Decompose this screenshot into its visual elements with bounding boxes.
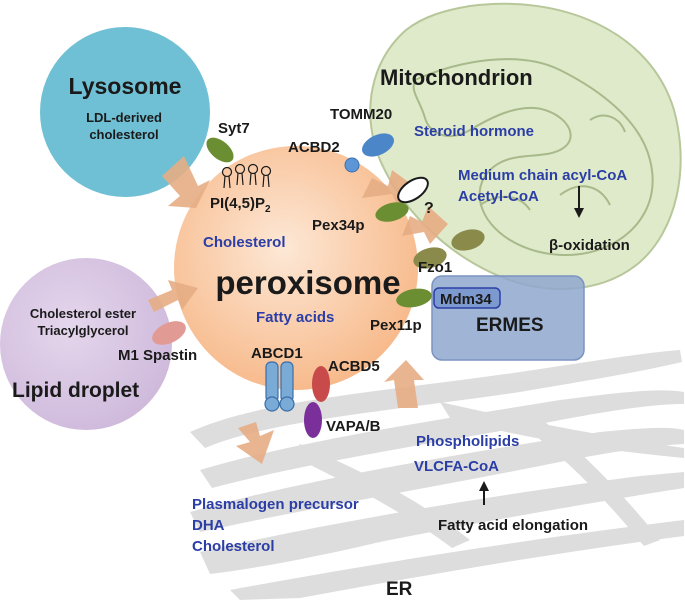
abcd1-label: ABCD1 bbox=[251, 345, 303, 362]
lipid-droplet-cargo-line1: Cholesterol ester bbox=[30, 306, 136, 321]
peroxisome-title: peroxisome bbox=[215, 264, 400, 301]
mdm34-label: Mdm34 bbox=[440, 291, 492, 308]
pex11p-protein bbox=[396, 288, 432, 308]
pex11p-label: Pex11p bbox=[370, 317, 422, 334]
lysosome-cargo-line2: cholesterol bbox=[89, 127, 158, 142]
export-cholesterol-label: Cholesterol bbox=[192, 538, 275, 555]
unknown-tether-protein bbox=[397, 176, 429, 204]
peroxisome-fatty-acids-label: Fatty acids bbox=[256, 309, 334, 326]
er-vlcfa-coa-label: VLCFA-CoA bbox=[414, 458, 499, 475]
syt7-label: Syt7 bbox=[218, 120, 250, 137]
pex34p-protein bbox=[375, 202, 409, 222]
acbd5-label: ACBD5 bbox=[328, 358, 380, 375]
lipid-droplet-cargo-line2: Triacylglycerol bbox=[37, 323, 128, 338]
pex34p-label: Pex34p bbox=[312, 217, 365, 234]
acetyl-coa-label: Acetyl-CoA bbox=[458, 188, 539, 205]
pip2-label-subscript: 2 bbox=[265, 204, 271, 215]
fzo1-label: Fzo1 bbox=[418, 259, 452, 276]
m1-spastin-protein bbox=[152, 321, 186, 345]
ermes-title: ERMES bbox=[476, 315, 544, 336]
lipid-droplet bbox=[0, 258, 172, 430]
arrow-er-to-peroxisome bbox=[384, 360, 424, 408]
acbd2-label: ACBD2 bbox=[288, 139, 340, 156]
peroxisome-cholesterol-label: Cholesterol bbox=[203, 234, 286, 251]
acbd2-protein bbox=[344, 157, 360, 173]
mitochondrion bbox=[369, 2, 682, 290]
export-dha-label: DHA bbox=[192, 517, 225, 534]
arrow-peroxisome-to-mito-lower bbox=[402, 206, 448, 244]
m1-spastin-label: M1 Spastin bbox=[118, 347, 197, 364]
lysosome-cargo-line1: LDL-derived bbox=[86, 110, 162, 125]
export-plasmalogen-label: Plasmalogen precursor bbox=[192, 496, 359, 513]
pip2-label-main: PI(4,5)P bbox=[210, 195, 265, 212]
er-phospholipids-label: Phospholipids bbox=[416, 433, 519, 450]
vapab-label: VAPA/B bbox=[326, 418, 381, 435]
unknown-tether-label: ? bbox=[424, 200, 434, 217]
acbd5-protein bbox=[312, 366, 330, 402]
mitochondrion-title: Mitochondrion bbox=[380, 65, 533, 90]
er-membrane bbox=[190, 350, 684, 600]
beta-oxidation-arrowhead bbox=[574, 208, 584, 218]
arrow-lipid-droplet-to-peroxisome bbox=[148, 280, 198, 312]
mdm34-protein bbox=[433, 287, 501, 309]
steroid-hormone-label: Steroid hormone bbox=[414, 123, 534, 140]
lipid-droplet-title: Lipid droplet bbox=[12, 379, 139, 402]
fzo1-protein-peroxisome bbox=[413, 247, 447, 269]
abcd1-transporter bbox=[264, 361, 295, 412]
fzo1-protein-mito bbox=[451, 229, 485, 251]
lysosome-title: Lysosome bbox=[69, 73, 182, 99]
tomm20-label: TOMM20 bbox=[330, 106, 392, 123]
peroxisome bbox=[174, 146, 418, 390]
arrow-lysosome-to-peroxisome bbox=[162, 156, 210, 208]
arrow-peroxisome-to-er bbox=[236, 422, 274, 464]
elongation-arrowhead bbox=[479, 481, 489, 491]
tomm20-protein bbox=[362, 133, 394, 157]
fatty-acid-elongation-label: Fatty acid elongation bbox=[438, 517, 588, 534]
pip2-lipids bbox=[221, 163, 272, 189]
lysosome bbox=[40, 27, 210, 197]
vapab-protein bbox=[304, 402, 322, 438]
medium-chain-acyl-coa-label: Medium chain acyl-CoA bbox=[458, 167, 627, 184]
syt7-protein bbox=[206, 137, 234, 163]
beta-oxidation-label: β-oxidation bbox=[549, 237, 630, 254]
er-title: ER bbox=[386, 579, 413, 600]
pip2-label: PI(4,5)P2 bbox=[210, 195, 271, 215]
